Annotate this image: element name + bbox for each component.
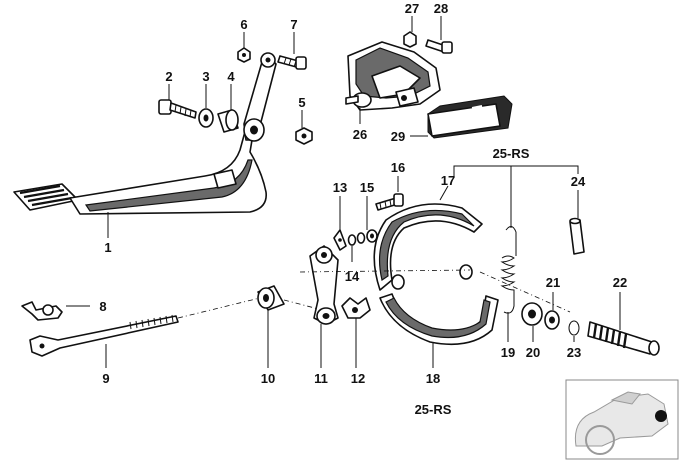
wing-nut[interactable]	[341, 297, 371, 319]
part-label-29: 29	[391, 129, 405, 144]
bushing[interactable]	[217, 109, 239, 133]
motorcycle-thumbnail-icon[interactable]	[565, 379, 679, 460]
part-label-27: 27	[405, 1, 419, 16]
rubber-pad[interactable]	[427, 95, 513, 139]
part-label-9: 9	[102, 371, 109, 386]
wear-indicator[interactable]	[333, 229, 347, 251]
part-label-4: 4	[227, 69, 235, 84]
part-label-3: 3	[202, 69, 209, 84]
bolt[interactable]	[277, 55, 307, 70]
part-label-28: 28	[434, 1, 448, 16]
part-label-24: 24	[571, 174, 586, 189]
nut[interactable]	[295, 127, 313, 145]
part-label-13: 13	[333, 180, 347, 195]
brake-pedal[interactable]	[13, 127, 267, 215]
part-label-1: 1	[104, 240, 111, 255]
washer[interactable]	[366, 229, 378, 243]
part-label-20: 20	[526, 345, 540, 360]
leader-lines	[66, 16, 621, 368]
sleeve[interactable]	[569, 217, 585, 255]
nut[interactable]	[237, 47, 251, 63]
part-label-18: 18	[426, 371, 440, 386]
part-label-2: 2	[165, 69, 172, 84]
part-label-5: 5	[298, 95, 305, 110]
part-label-15: 15	[360, 180, 374, 195]
bolt[interactable]	[158, 99, 197, 119]
part-label-22: 22	[613, 275, 627, 290]
pivot-lever[interactable]	[243, 52, 277, 142]
part-label-16: 16	[391, 160, 405, 175]
part-label-17: 17	[441, 173, 455, 188]
adjuster-nut[interactable]	[257, 285, 331, 313]
mounting-bracket[interactable]	[345, 41, 441, 111]
part-label-10: 10	[261, 371, 275, 386]
part-label-23: 23	[567, 345, 581, 360]
brake-cam-lever[interactable]	[309, 245, 339, 325]
nut[interactable]	[403, 31, 417, 48]
part-label-25-rs-bottom: 25-RS	[415, 402, 452, 417]
spring-clip[interactable]	[21, 301, 63, 321]
washer[interactable]	[521, 302, 543, 326]
part-labels: 6 7 2 3 4 5 1 8 9 10 11 12 13 14 15 16 1…	[99, 1, 627, 417]
screw[interactable]	[425, 39, 453, 54]
part-label-6: 6	[240, 17, 247, 32]
washer[interactable]	[544, 310, 560, 330]
part-label-12: 12	[351, 371, 365, 386]
part-label-8: 8	[99, 299, 106, 314]
part-label-25-rs-top: 25-RS	[493, 146, 530, 161]
spindle[interactable]	[587, 321, 660, 356]
part-label-7: 7	[290, 17, 297, 32]
part-label-11: 11	[314, 371, 328, 386]
part-label-21: 21	[546, 275, 560, 290]
screw[interactable]	[375, 193, 404, 211]
part-label-14: 14	[345, 269, 360, 284]
washer[interactable]	[198, 108, 214, 128]
circlip[interactable]	[568, 320, 580, 336]
part-label-26: 26	[353, 127, 367, 142]
brake-shoes[interactable]	[299, 203, 571, 346]
washer[interactable]	[347, 232, 366, 246]
return-spring[interactable]	[500, 226, 517, 314]
part-label-19: 19	[501, 345, 515, 360]
brake-rod[interactable]	[29, 295, 269, 357]
